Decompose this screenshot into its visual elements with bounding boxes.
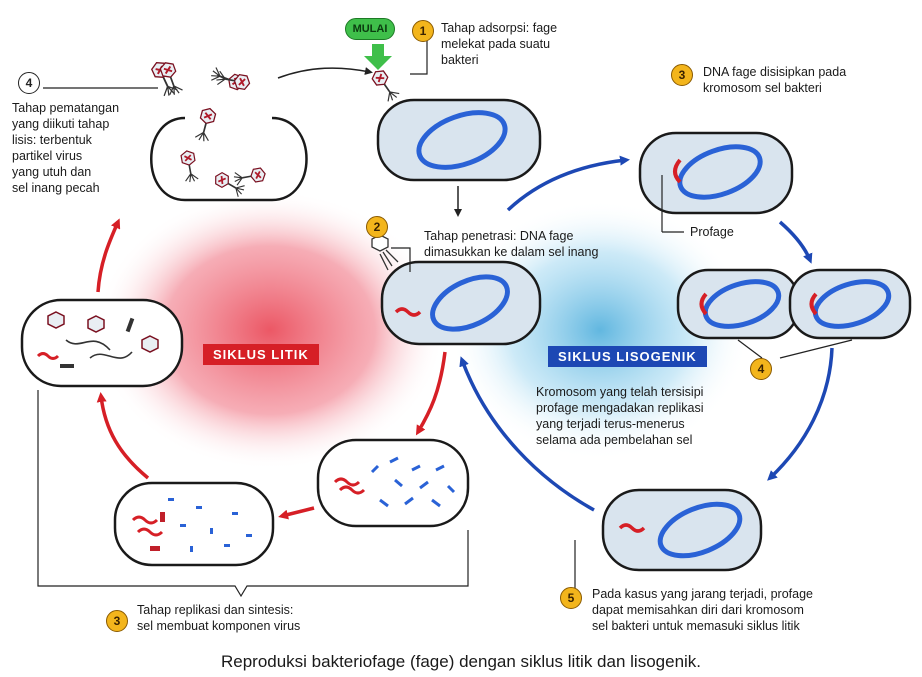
step3-badge: 3: [106, 610, 128, 632]
lytic-arrow-replication-to-synthesis: [282, 508, 314, 516]
lyso3-number: 3: [679, 68, 686, 82]
replication-cell: [318, 440, 468, 526]
step3-label: Tahap replikasi dan sintesis: sel membua…: [137, 602, 300, 634]
lyso3-badge: 3: [671, 64, 693, 86]
lyso5-label: Pada kasus yang jarang terjadi, profage …: [592, 586, 813, 634]
lysogenic-arrow-to-division: [780, 222, 810, 260]
start-label: MULAI: [353, 23, 388, 35]
start-arrow: [364, 44, 392, 70]
lyso4-badge: 4: [750, 358, 772, 380]
lysogenic-cycle-tag: SIKLUS LISOGENIK: [548, 346, 707, 367]
step4-number: 4: [26, 76, 33, 90]
step2-label: Tahap penetrasi: DNA fage dimasukkan ke …: [424, 228, 598, 260]
assembly-cell: [22, 300, 182, 386]
lytic-cycle-tag: SIKLUS LITIK: [203, 344, 319, 365]
adsorption-cell: [370, 68, 540, 180]
lyso4-number: 4: [758, 362, 765, 376]
lysogenic-arrow-to-excision: [770, 348, 832, 478]
step4-label: Tahap pematangan yang diikuti tahap lisi…: [12, 100, 119, 196]
step1-number: 1: [420, 24, 427, 38]
figure-caption: Reproduksi bakteriofage (fage) dengan si…: [0, 652, 922, 672]
lyso3-label: DNA fage disisipkan pada kromosom sel ba…: [703, 64, 846, 96]
step2-badge: 2: [366, 216, 388, 238]
lysing-cell: [150, 60, 306, 200]
prophage-label: Profage: [690, 224, 734, 240]
lyso5-badge: 5: [560, 587, 582, 609]
step1-label: Tahap adsorpsi: fage melekat pada suatu …: [441, 20, 557, 68]
start-badge: MULAI: [345, 18, 395, 40]
lyso5-number: 5: [568, 591, 575, 605]
lyso4-label: Kromosom yang telah tersisipi profage me…: [536, 384, 703, 448]
step3-number: 3: [114, 614, 121, 628]
phage-particle: [159, 60, 183, 96]
excision-cell: [570, 490, 761, 594]
step1-badge: 1: [412, 20, 434, 42]
step2-number: 2: [374, 220, 381, 234]
release-arrow: [278, 68, 370, 78]
step4-badge: 4: [18, 72, 40, 94]
synthesis-cell: [115, 483, 273, 565]
